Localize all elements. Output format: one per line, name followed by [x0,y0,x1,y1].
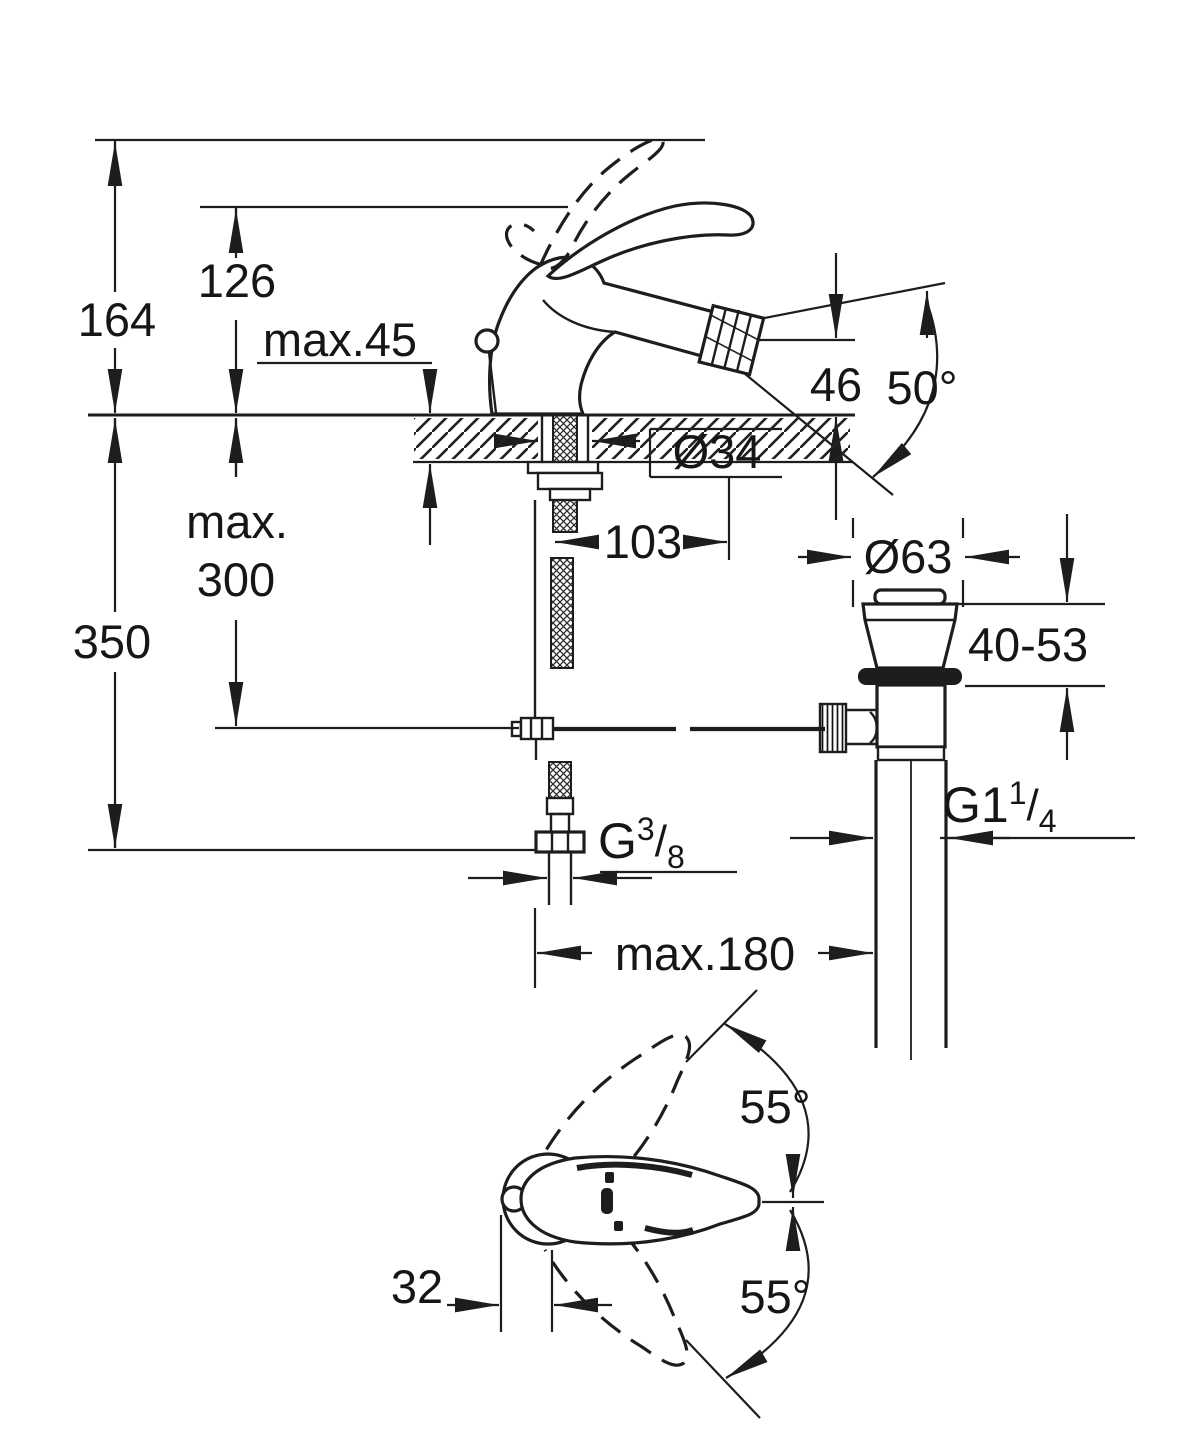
dim-label-flange-dia-63: Ø63 [864,530,953,583]
drain-valve [818,588,962,1060]
deck-hatch-right [592,418,850,459]
deck-hole [540,415,590,462]
deck-hatch-left [414,418,538,459]
valve-tailpipe [874,760,948,1048]
g38-union-nut [534,830,586,854]
supply-hose-upper [550,557,574,669]
dim-label-height-164: 164 [78,293,156,346]
dim-label-projection-103: 103 [604,515,682,568]
handle-swivel-dashed [543,1033,692,1367]
dim-label-reach-max-180: max.180 [615,927,795,980]
shank-washer [526,460,600,475]
dim-label-hose-max-300: 300 [197,553,275,606]
dim-label-hole-dia-34: Ø34 [673,425,762,478]
spout-aerator [697,303,766,377]
dim-label-hose-max-word: max. [186,495,288,548]
valve-flare [861,602,959,670]
valve-flange-seal [858,668,962,685]
shoulder-arc-bottom [644,1225,695,1236]
dim-label-thread-g3-8: G3/8 [598,811,685,875]
popup-cap [873,588,947,606]
hose-fitting-2 [549,812,571,834]
dim-label-thread-g1-1-4: G11/4 [942,775,1057,839]
angle-line-lower [685,1339,761,1419]
dim-label-swivel-55-upper: 55° [739,1080,810,1133]
handle-raised-heel-dashed [504,222,544,267]
shank-nut [536,471,604,491]
spout-axis-line [743,281,946,324]
valve-knurled-knob [818,702,848,754]
handle-lever [545,201,755,281]
body-spout-junction [542,299,616,334]
handle-mark-2 [601,1188,613,1214]
valve-coupling-ring [876,745,946,762]
supply-pipe-end [547,852,573,905]
dim-label-height-126: 126 [198,254,276,307]
dimension-lines [88,138,1135,1419]
supply-hose-lower [548,761,572,799]
faucet-top-view [500,1033,761,1367]
dim-label-swivel-55-lower: 55° [739,1270,810,1323]
hose-fitting [545,796,575,816]
dim-label-spout-angle-50: 50° [886,361,957,414]
handle-raised-dashed [538,137,665,271]
lifter-stem [487,351,498,414]
handle-lever-top-view [519,1154,761,1246]
handle-mark-1 [605,1172,614,1183]
valve-lever-port [846,708,878,746]
valve-body [875,683,947,749]
dim-label-offset-32: 32 [391,1260,443,1313]
dimension-labels: 164 126 max.45 46 50° Ø34 103 max.300 350 Ø63 40-5… [73,254,1088,1323]
dim-label-height-350: 350 [73,615,151,668]
dim-label-deck-max-45: max.45 [263,313,417,366]
dim-label-spout-height-46: 46 [810,358,862,411]
handle-mark-3 [614,1221,623,1231]
faucet-side-view [414,137,850,905]
shank-step [548,487,592,502]
angle-line-upper [685,989,758,1063]
rod-tee [519,716,555,741]
shoulder-arc-top [576,1161,693,1178]
dim-label-clamp-range-40-53: 40-53 [968,618,1088,671]
lifter-knob [474,328,500,354]
